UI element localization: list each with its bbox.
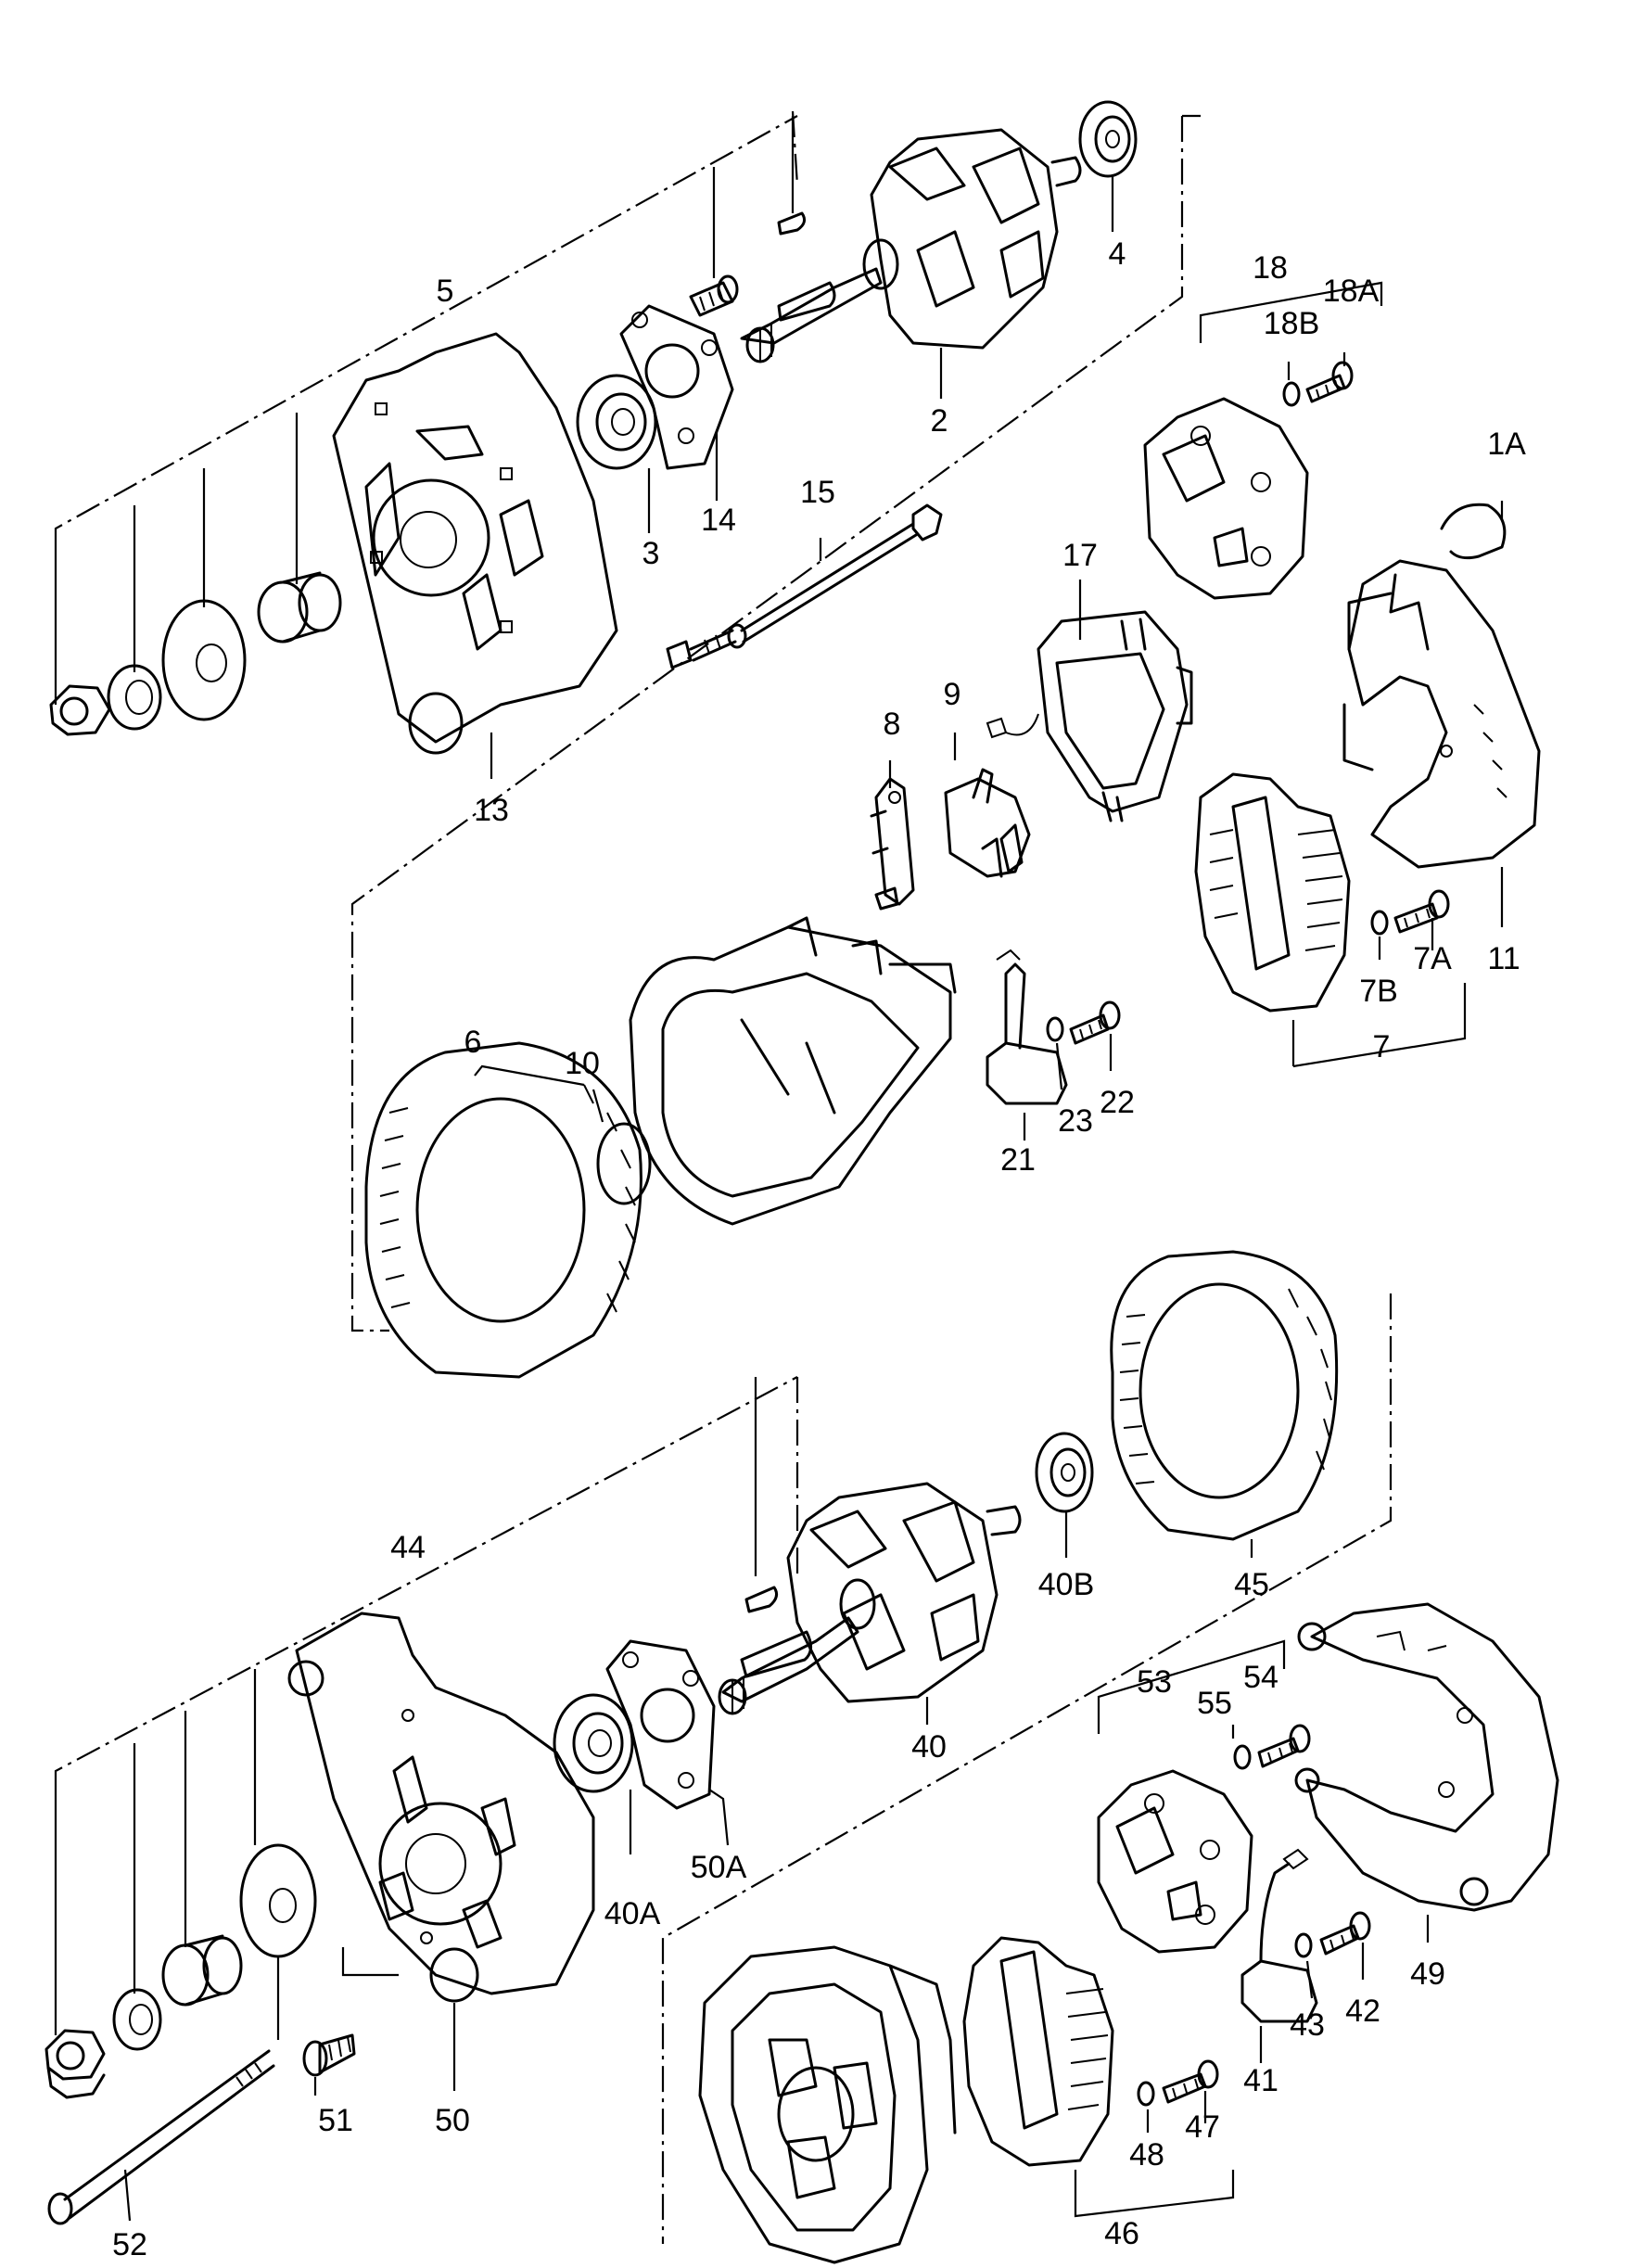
label-7a: 7A [1413,941,1452,976]
bearing-upper [576,374,657,470]
label-3: 3 [642,536,660,571]
label-23: 23 [1058,1103,1093,1139]
label-11: 11 [1487,941,1520,976]
screw-22 [1069,1000,1121,1045]
spacer-sleeve-upper [257,571,342,643]
washer-48 [1137,2081,1155,2107]
brush-41 [1240,1848,1318,2023]
label-40: 40 [911,1729,947,1765]
label-49: 49 [1410,1956,1445,1992]
part-8-bracket [870,777,915,911]
key-upper [777,211,807,236]
stator-housing-upper [629,916,957,1226]
label-8: 8 [884,707,901,742]
rectifier-lower [962,1936,1114,2167]
label-17: 17 [1062,538,1098,573]
label-44: 44 [390,1530,426,1565]
spring-washer-lower [112,1988,162,2051]
label-55: 55 [1197,1686,1232,1721]
label-40b: 40B [1038,1567,1095,1602]
brush-holder-rear-upper [1143,397,1309,600]
screw-18a [1305,361,1354,403]
label-7b: 7B [1359,974,1398,1009]
washer-43 [1294,1932,1313,1958]
label-51: 51 [318,2103,353,2138]
cover-1a [1440,503,1507,560]
label-46: 46 [1104,2216,1139,2251]
bearing-plate-upper [619,304,734,470]
part-labels: 5 4 2 14 3 13 15 18 18A 18B 1A 17 9 8 11… [112,236,1526,2262]
part-9-clip [944,713,1039,878]
screw-7a [1393,889,1450,934]
rear-housing-lower [698,1945,957,2264]
nut-left [49,684,111,736]
label-50a: 50A [691,1850,747,1885]
label-47: 47 [1185,2109,1220,2145]
label-22: 22 [1100,1085,1135,1120]
label-1a: 1A [1487,427,1526,462]
end-shield-drive-50 [287,1612,595,2003]
label-14: 14 [701,503,736,538]
label-18a: 18A [1323,274,1380,309]
spacer-lower [161,1934,243,2007]
screw-47 [1162,2059,1219,2104]
regulator-17 [1037,610,1193,822]
screw-51 [302,2033,356,2077]
o-ring-10 [596,1122,652,1205]
screw-42 [1319,1911,1371,1956]
bearing-40b [1035,1432,1094,1513]
label-52: 52 [112,2227,147,2262]
stator-45 [1110,1250,1339,1541]
label-9: 9 [944,677,961,712]
label-54: 54 [1243,1660,1278,1695]
label-10: 10 [565,1046,600,1081]
spring-washer-upper [107,664,162,731]
label-40a: 40A [604,1896,661,1931]
brush-21 [986,949,1068,1105]
label-15: 15 [800,475,835,510]
tie-bolt [666,503,943,669]
label-5: 5 [437,274,454,309]
end-shield-drive-upper [332,332,618,755]
rear-cover-11 [1342,559,1541,869]
label-18b: 18B [1264,306,1320,341]
label-53: 53 [1137,1664,1172,1700]
washer-18b [1282,381,1301,407]
stator-6 [364,1041,642,1379]
bearing-40a [553,1693,634,1793]
nut-lower [45,2029,106,2099]
label-48: 48 [1129,2137,1164,2172]
label-18: 18 [1253,250,1288,286]
bearing-rear-upper [1078,100,1138,178]
screw-upper-plate [689,274,739,317]
label-42: 42 [1345,1994,1380,2029]
fan-washer-upper [161,599,247,721]
fan-washer-lower [239,1843,317,1958]
rotor-40 [718,1482,1022,1715]
rectifier-upper [1194,772,1351,1013]
rotor-upper [740,128,1082,363]
washer-7b [1370,910,1389,936]
stud-52 [47,2049,275,2225]
rear-cover-49 [1294,1602,1559,1912]
brush-holder-53 [1097,1769,1253,1954]
bearing-plate-50a [605,1639,716,1810]
label-41: 41 [1243,2063,1278,2098]
key-lower [744,1586,779,1613]
washer-55 [1233,1744,1252,1770]
label-45: 45 [1234,1567,1269,1602]
label-2: 2 [931,403,948,439]
assembly-frame-lower [54,1293,1393,2244]
label-43: 43 [1290,2007,1325,2043]
label-50: 50 [435,2103,470,2138]
label-4: 4 [1109,236,1126,272]
label-13: 13 [474,793,509,828]
label-21: 21 [1000,1142,1036,1178]
leader-lines [54,116,1504,2222]
washer-23 [1046,1016,1064,1042]
screw-54 [1257,1724,1311,1768]
label-7: 7 [1373,1029,1391,1064]
label-6: 6 [464,1025,482,1060]
